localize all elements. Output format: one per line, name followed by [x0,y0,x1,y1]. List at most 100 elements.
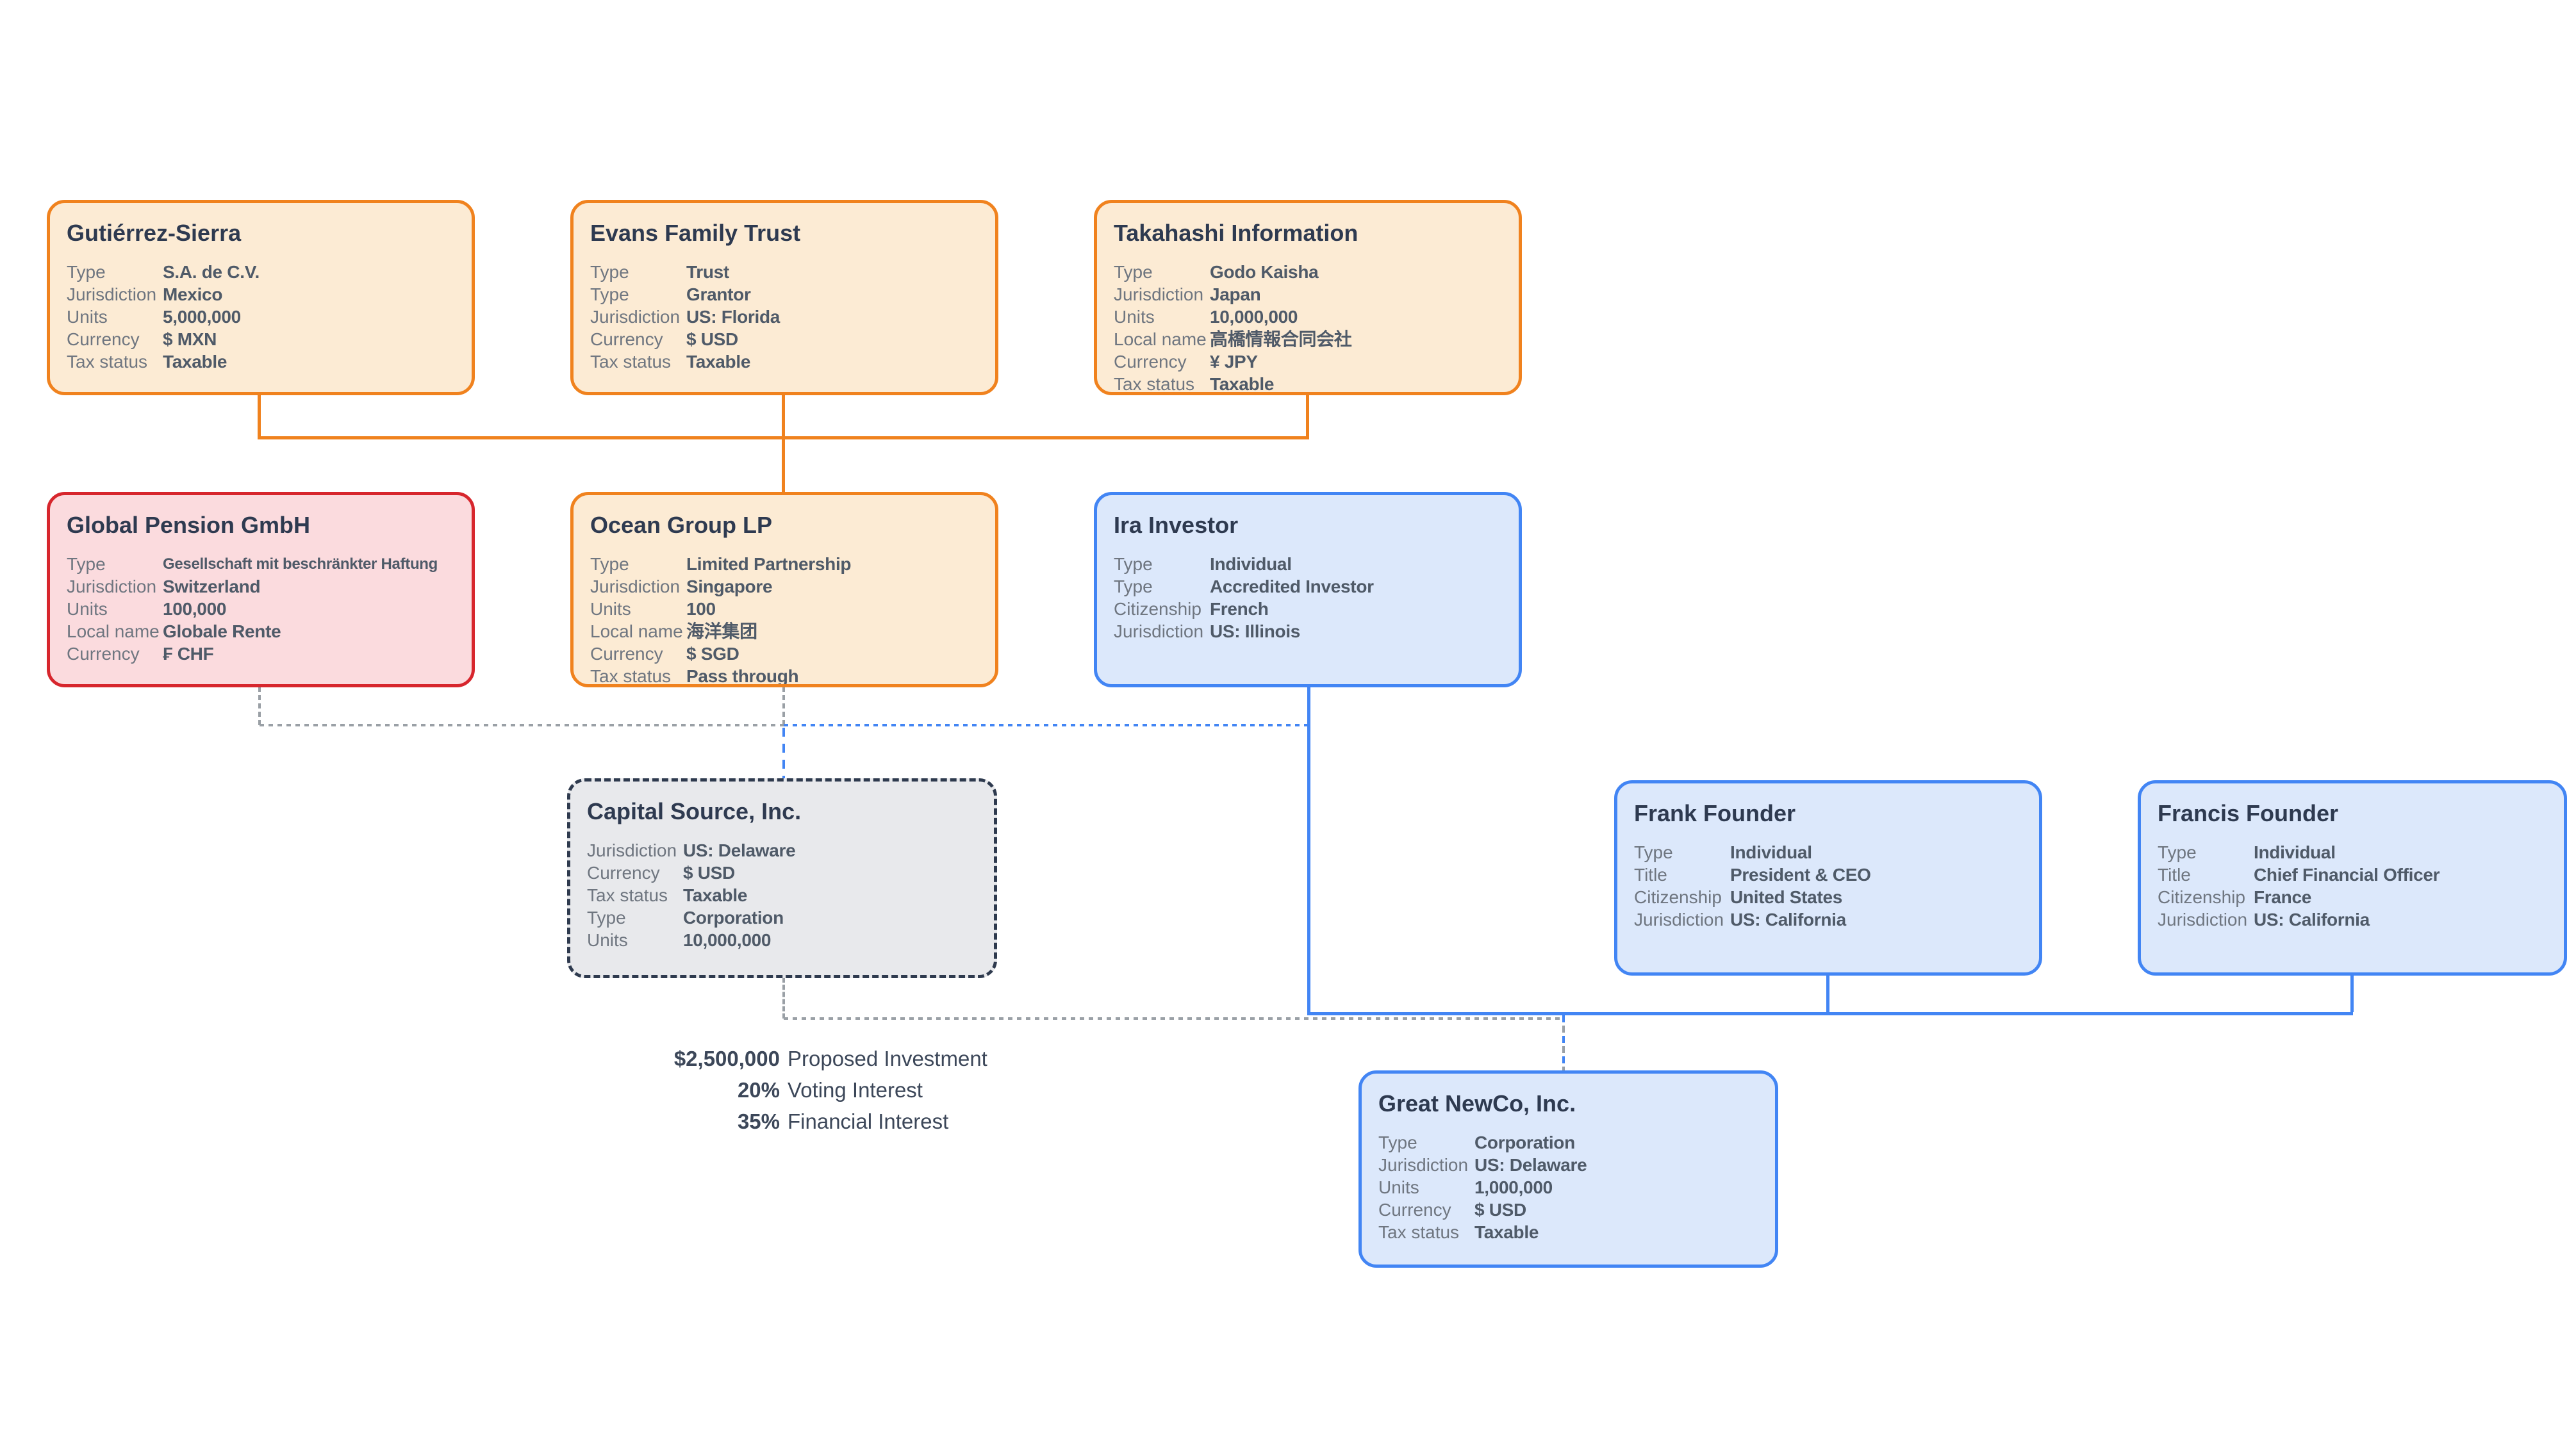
entity-title: Great NewCo, Inc. [1378,1090,1576,1117]
annotation-label: Proposed Investment [788,1047,987,1070]
field-row: Title President & CEO [1634,864,2022,886]
field-value: Chief Financial Officer [2254,865,2440,885]
annotation-value: 35% [737,1109,780,1133]
investment-annotation: $2,500,000 Proposed Investment 20% Votin… [638,1043,987,1137]
entity-title: Takahashi Information [1114,220,1358,246]
annotation-label: Voting Interest [788,1078,923,1102]
connector-founders-horizontal [1307,1012,2353,1015]
field-label: Currency [1114,352,1187,372]
field-value: Gesellschaft mit beschränkter Haftung [163,555,438,573]
field-row: Currency$ SGD [590,643,978,665]
connector-capital-source-down [782,978,785,1019]
field-row: Tax status Pass through [590,665,978,686]
field-value: French [1210,599,1269,619]
field-value: President & CEO [1730,865,1871,885]
entity-title: Ira Investor [1114,512,1239,538]
connector-ocean-ira-horizontal [784,724,1309,726]
field-value: 10,000,000 [1210,307,1298,327]
connector-evans-down [782,394,785,493]
field-label: Tax status [67,352,148,372]
field-label: Type [590,554,629,574]
field-row: Currency$ USD [590,328,978,350]
field-label: Jurisdiction [590,577,681,596]
field-value: Taxable [1474,1222,1539,1242]
entity-title: Capital Source, Inc. [587,798,802,824]
field-value: ¥ JPY [1210,352,1258,372]
field-value: $ USD [1474,1200,1526,1220]
field-value: France [2254,887,2312,907]
field-label: Jurisdiction [1114,284,1204,304]
field-label: Type [67,262,106,282]
field-row: Currency ¥ JPY [1114,350,1502,373]
field-value: S.A. de C.V. [163,262,260,282]
entity-title: Global Pension GmbH [67,512,311,538]
connector-ocean-down [782,687,785,725]
field-label: Title [1634,865,1667,885]
field-value: $ USD [686,329,738,349]
connector-ira-down [1307,686,1310,1015]
field-value: 海洋集团 [686,621,757,641]
field-value: $ MXN [163,329,217,349]
field-value: Corporation [683,908,784,928]
field-label: Type [587,908,626,928]
field-value: US: Delaware [1474,1155,1587,1175]
field-value: Taxable [1210,374,1275,394]
field-label: Currency [590,644,663,664]
field-value: Globale Rente [163,621,281,641]
field-label: Local name [1114,329,1207,349]
field-label: Tax status [1114,374,1195,394]
field-value: Accredited Investor [1210,577,1374,596]
field-label: Type [1378,1133,1417,1152]
field-label: Tax status [590,666,672,686]
entity-title: Francis Founder [2158,800,2339,826]
field-value: Taxable [686,352,751,372]
field-label: Citizenship [1114,599,1201,619]
field-value: Taxable [163,352,227,372]
field-row: Type S.A. de C.V. [67,261,455,283]
field-value: Pass through [686,666,799,686]
connector-capital-source-up [782,728,785,779]
field-row: Currency $ USD [1378,1199,1758,1221]
field-label: Tax status [1378,1222,1460,1242]
field-row: Tax status Taxable [1114,373,1502,394]
field-label: Currency [1378,1200,1451,1220]
annotation-line-financial-interest: 35% Financial Interest [638,1106,987,1137]
field-label: Type [1114,262,1153,282]
field-label: Jurisdiction [587,840,677,860]
field-label: Currency [67,644,140,664]
field-label: Jurisdiction [590,307,681,327]
connector-francis-down [2350,975,2354,1012]
field-row: Currency₣ CHF [67,643,455,665]
